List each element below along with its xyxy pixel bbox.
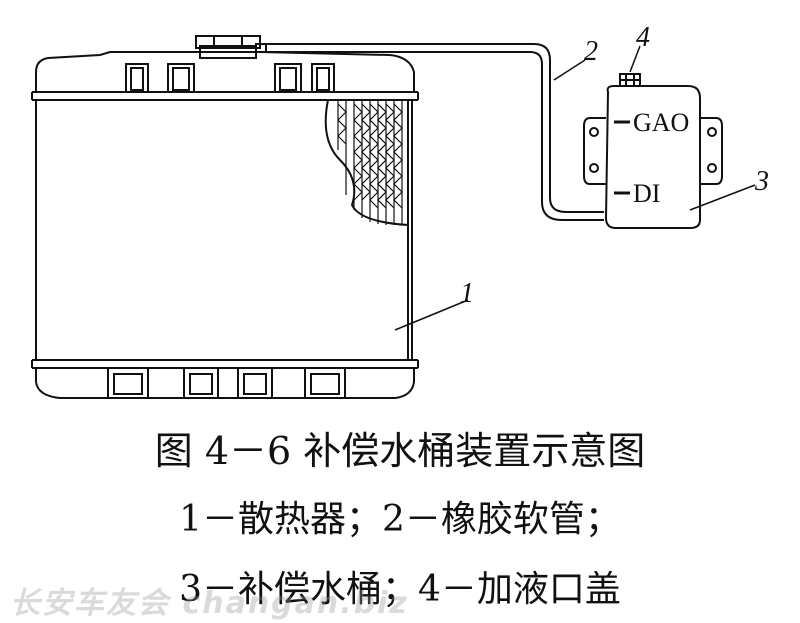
rubber-hose xyxy=(266,43,604,221)
leader-2 xyxy=(553,59,586,81)
tank-filler-cap xyxy=(619,73,641,87)
top-tank-ribs xyxy=(125,63,335,93)
leader-4 xyxy=(629,45,641,73)
figure-title: 图 4－6 补偿水桶装置示意图 xyxy=(154,429,646,473)
radiator xyxy=(31,35,419,399)
callout-4: 4 xyxy=(636,22,650,53)
leader-1 xyxy=(394,299,469,331)
watermark: 长安车友会 changan.biz xyxy=(10,586,409,621)
level-mark-high: GAO xyxy=(633,108,689,137)
radiator-bottom-tank xyxy=(35,368,415,399)
level-mark-low: DI xyxy=(633,179,660,208)
compensation-tank xyxy=(583,85,723,229)
radiator-top-tank xyxy=(35,51,415,92)
radiator-filler-cap xyxy=(195,35,267,59)
legend-line-2: 3－补偿水桶；4－加液口盖 xyxy=(179,569,621,610)
callout-1: 1 xyxy=(460,278,474,309)
leader-3 xyxy=(689,184,756,211)
tank-body xyxy=(604,85,701,229)
compensation-tank-diagram: GAO DI 1 2 3 4 xyxy=(31,22,769,399)
legend-line-1: 1－散热器；2－橡胶软管； xyxy=(179,499,621,540)
bottom-tank-ribs xyxy=(107,367,346,399)
callout-3: 3 xyxy=(754,166,769,197)
callout-2: 2 xyxy=(584,36,598,67)
radiator-core xyxy=(35,99,413,360)
